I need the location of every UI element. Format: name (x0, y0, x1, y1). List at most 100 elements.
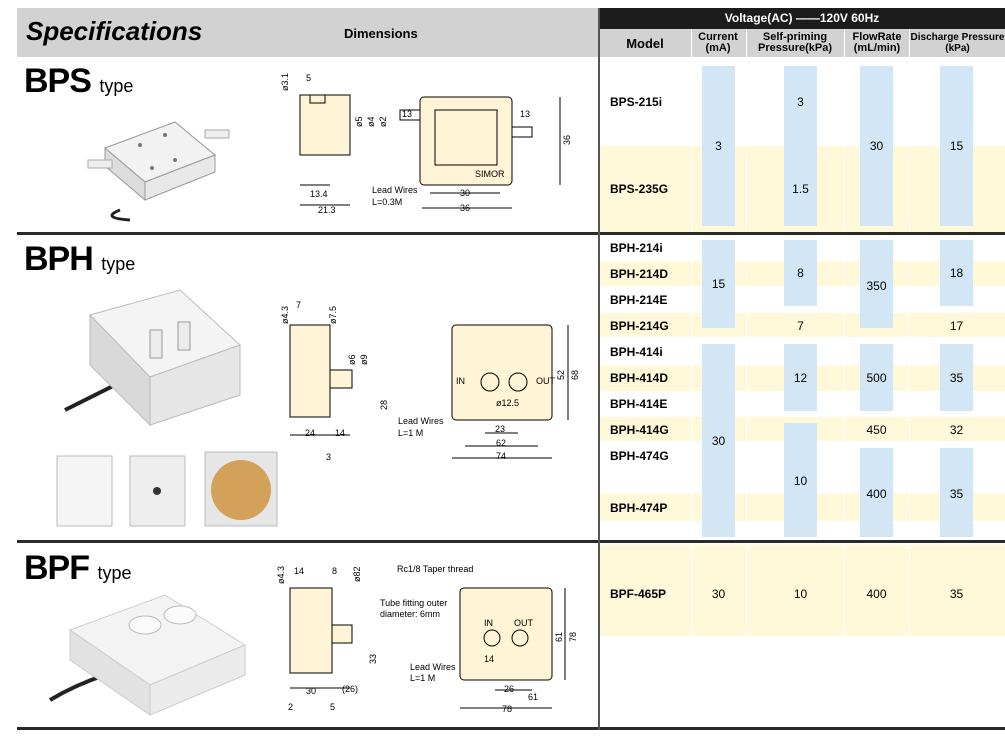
svg-text:ø4.3: ø4.3 (280, 306, 290, 324)
svg-text:diameter: 6mm: diameter: 6mm (380, 609, 440, 619)
svg-text:14: 14 (335, 428, 345, 438)
svg-text:26: 26 (504, 684, 514, 694)
dimensions-heading: Dimensions (344, 26, 418, 41)
svg-text:21.3: 21.3 (318, 205, 336, 215)
discharge-column-header: Discharge Pressure(kPa) (910, 32, 1005, 54)
svg-text:13: 13 (402, 109, 412, 119)
svg-text:IN: IN (484, 618, 493, 628)
svg-text:23: 23 (495, 424, 505, 434)
svg-text:30: 30 (306, 686, 316, 696)
svg-text:ø4: ø4 (366, 116, 376, 127)
svg-text:Lead Wires: Lead Wires (372, 185, 418, 195)
bph-type-label: BPH type (24, 240, 136, 278)
bpf-flow: 400 (866, 587, 887, 601)
svg-text:IN: IN (456, 376, 465, 386)
model-bpf-465p: BPF-465P (610, 587, 667, 601)
svg-text:L=1 M: L=1 M (410, 673, 435, 683)
svg-text:13.4: 13.4 (310, 189, 328, 199)
svg-text:ø82: ø82 (352, 566, 362, 582)
svg-text:78: 78 (502, 704, 512, 714)
bps-dimension-drawing: ø3.1 5 ø5 ø4 ø2 13 13 36 13.4 21.3 30 36… (280, 73, 572, 215)
bps-discharge: 15 (949, 139, 964, 153)
svg-text:ø6: ø6 (347, 354, 357, 365)
svg-text:61: 61 (528, 692, 538, 702)
bph-discharge-214: 18 (949, 266, 964, 280)
bph-priming-214g: 7 (797, 319, 804, 333)
bph-priming-414g: 10 (793, 474, 808, 488)
svg-text:ø5: ø5 (354, 116, 364, 127)
bph-discharge-414: 35 (949, 371, 964, 385)
header-band (17, 17, 599, 57)
bpf-discharge: 35 (949, 587, 964, 601)
svg-text:2: 2 (288, 702, 293, 712)
model-bph-474g: BPH-474G (610, 449, 669, 463)
svg-text:5: 5 (306, 73, 311, 83)
svg-text:ø3.1: ø3.1 (280, 73, 290, 91)
bph-flow-474: 400 (866, 487, 887, 501)
bps-product-photo (87, 121, 230, 222)
model-bph-414d: BPH-414D (610, 371, 669, 385)
svg-text:62: 62 (496, 438, 506, 448)
svg-text:5: 5 (330, 702, 335, 712)
svg-text:ø7.5: ø7.5 (328, 306, 338, 324)
svg-text:(26): (26) (342, 684, 358, 694)
svg-text:24: 24 (305, 428, 315, 438)
bph-dimension-drawing: ø4.3 7 ø7.5 ø6 ø9 24 14 3 28 Lead Wires … (280, 300, 580, 462)
bph-flow-414: 500 (866, 371, 887, 385)
bph-discharge-474: 35 (949, 487, 964, 501)
bpf-current: 30 (711, 587, 726, 601)
bph-discharge-214g: 17 (949, 319, 964, 333)
bph-priming-414: 12 (793, 371, 808, 385)
model-bph-414i: BPH-414i (610, 345, 663, 359)
svg-text:Tube fitting outer: Tube fitting outer (380, 598, 447, 608)
svg-text:8: 8 (332, 566, 337, 576)
model-bph-214g: BPH-214G (610, 319, 669, 333)
svg-text:61: 61 (554, 632, 564, 642)
bph-current-414: 30 (711, 434, 726, 448)
svg-text:13: 13 (520, 109, 530, 119)
svg-text:Rc1/8 Taper thread: Rc1/8 Taper thread (397, 564, 473, 574)
voltage-header: Voltage(AC) ——120V 60Hz (599, 8, 1005, 29)
svg-text:Lead Wires: Lead Wires (398, 416, 444, 426)
bps-flow: 30 (869, 139, 884, 153)
svg-text:14: 14 (294, 566, 304, 576)
svg-text:52: 52 (556, 370, 566, 380)
svg-text:30: 30 (460, 188, 470, 198)
model-column-header: Model (626, 35, 664, 51)
bph-flow-214: 350 (866, 279, 887, 293)
svg-text:3: 3 (326, 452, 331, 462)
model-bps-235g: BPS-235G (610, 182, 669, 196)
svg-text:7: 7 (296, 300, 301, 310)
svg-text:OUT: OUT (514, 618, 534, 628)
bpf-priming: 10 (793, 587, 808, 601)
model-bps-215i: BPS-215i (610, 95, 663, 109)
bph-current-214: 15 (711, 277, 726, 291)
model-bph-414g: BPH-414G (610, 423, 669, 437)
svg-text:OUT: OUT (536, 376, 556, 386)
svg-text:ø2: ø2 (378, 116, 388, 127)
svg-text:ø12.5: ø12.5 (496, 398, 519, 408)
bph-flow-414g: 450 (866, 423, 887, 437)
bps-priming-215i: 3 (797, 95, 804, 109)
bph-priming-214: 8 (797, 266, 804, 280)
svg-text:SIMOR: SIMOR (475, 169, 505, 179)
svg-text:L=0.3M: L=0.3M (372, 197, 402, 207)
bph-parts-photo (56, 451, 278, 527)
model-bph-474p: BPH-474P (610, 501, 668, 515)
bps-priming-235g: 1.5 (792, 182, 809, 196)
svg-text:ø4.3: ø4.3 (276, 566, 286, 584)
model-bph-214e: BPH-214E (610, 293, 668, 307)
model-bph-214i: BPH-214i (610, 241, 663, 255)
bps-type-label: BPS type (24, 62, 134, 100)
bpf-type-label: BPF type (24, 549, 132, 587)
specifications-title: Specifications (26, 16, 203, 46)
svg-text:Lead Wires: Lead Wires (410, 662, 456, 672)
bpf-product-photo (48, 594, 247, 716)
svg-text:28: 28 (379, 400, 389, 410)
bph-product-photo (64, 289, 241, 427)
flow-column-header: FlowRate(mL/min) (852, 31, 902, 54)
bph-discharge-414g: 32 (949, 423, 964, 437)
svg-text:ø9: ø9 (359, 354, 369, 365)
